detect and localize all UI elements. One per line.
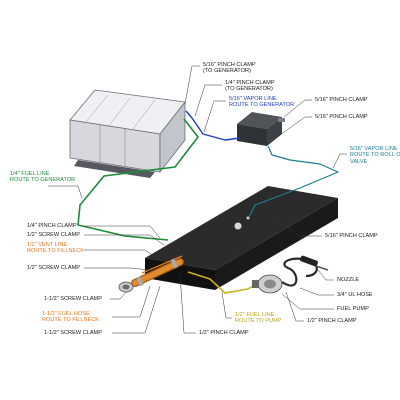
- nozzle: [300, 255, 329, 271]
- label-fuel-line-to-pump: 1/2" FUEL LINE ROUTE TO PUMP: [235, 312, 282, 325]
- charcoal-canister: [237, 112, 285, 146]
- label-vapor-line-to-rollover: 5/16" VAPOR LINE ROUTE TO ROLL OVER VALV…: [350, 146, 400, 165]
- label-tank-pinch-clamp-side: 5/16" PINCH CLAMP: [325, 233, 378, 239]
- label-fuel-line-to-generator: 1/4" FUEL LINE ROUTE TO GENERATOR: [10, 171, 76, 184]
- label-pinch-clamp-generator-5-16: 5/16" PINCH CLAMP (TO GENERATOR): [203, 62, 256, 75]
- label-canister-pinch-clamp-bottom: 5/16" PINCH CLAMP: [315, 114, 368, 120]
- label-pinch-clamp-bottom: 1/2" PINCH CLAMP: [199, 330, 249, 336]
- label-canister-pinch-clamp-top: 5/16" PINCH CLAMP: [315, 97, 368, 103]
- label-screw-clamp-1-2-bottom: 1/2" SCREW CLAMP: [27, 265, 80, 271]
- ul-hose: [281, 257, 318, 287]
- label-tank-pinch-clamp-1-4: 1/4" PINCH CLAMP: [27, 223, 77, 229]
- label-nozzle: NOZZLE: [337, 277, 360, 283]
- label-ul-hose: 3/4" UL HOSE: [337, 292, 373, 298]
- fuel-pump: [252, 274, 283, 294]
- vapor-line-blue: [185, 110, 241, 141]
- label-screw-clamp-1-2-top: 1/2" SCREW CLAMP: [27, 232, 80, 238]
- fuel-line-green: [77, 118, 199, 241]
- label-screw-clamp-filler: 1-1/2" SCREW CLAMP: [44, 296, 102, 302]
- vapor-line-teal: [248, 145, 339, 218]
- label-pump-pinch-clamp: 1/2" PINCH CLAMP: [307, 318, 357, 324]
- label-vent-line-to-fillneck: 1/2" VENT LINE ROUTE TO FILLNECK: [27, 242, 84, 255]
- fuel-tank: [145, 186, 338, 290]
- fill-hose: [118, 255, 184, 293]
- label-pinch-clamp-generator-1-4: 1/4" PINCH CLAMP (TO GENERATOR): [225, 80, 275, 93]
- tank-rollover-valve: [246, 216, 250, 220]
- tank-sender-port: [234, 222, 242, 230]
- generator: [69, 89, 186, 178]
- fuel-line-olive: [187, 271, 259, 294]
- label-fuel-pump: FUEL PUMP: [337, 306, 369, 312]
- label-vapor-line-to-generator: 5/16" VAPOR LINE ROUTE TO GENERATOR: [229, 96, 295, 109]
- label-screw-clamp-bottom: 1-1/2" SCREW CLAMP: [44, 330, 102, 336]
- label-fuel-hose-to-fillneck: 1-1/2" FUEL HOSE ROUTE TO FILLNECK: [42, 311, 99, 324]
- leader-lines: [48, 65, 347, 334]
